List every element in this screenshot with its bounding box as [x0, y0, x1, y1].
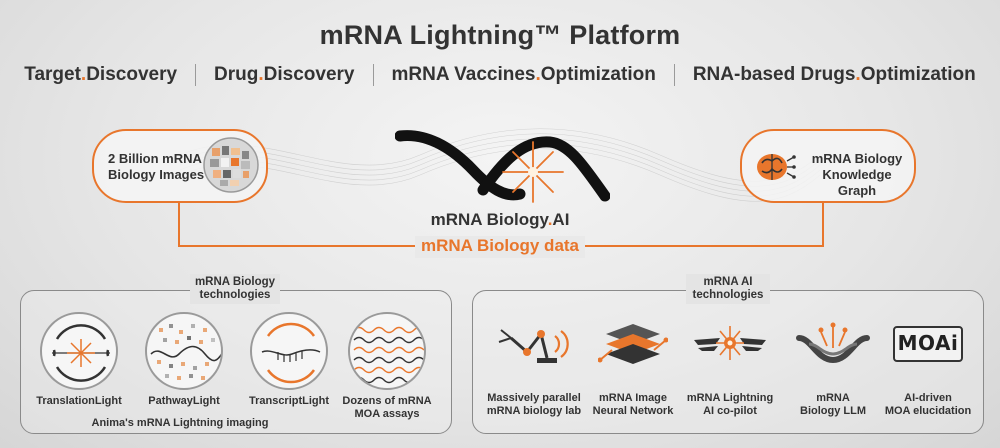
images-pill-text: 2 Billion mRNA Biology Images	[108, 151, 205, 182]
brain-network-icon	[757, 154, 796, 180]
area-divider	[673, 64, 675, 86]
area-rna-drugs-optimization: RNA-based Drugs.Optimization	[692, 64, 976, 85]
knowledge-graph-pill-text: mRNA Biology Knowledge Graph	[811, 151, 903, 198]
robotic-arm-icon	[498, 329, 569, 363]
area-vaccines-optimization: mRNA Vaccines.Optimization	[391, 64, 656, 85]
biology-llm-icon	[796, 322, 870, 364]
translationlight-icon	[40, 312, 118, 390]
image-neural-network-label: mRNA Image Neural Network	[592, 392, 674, 417]
translationlight-label: TranslationLight	[36, 395, 122, 407]
co-pilot-wings-icon	[694, 326, 766, 360]
transcriptlight-icon	[250, 312, 328, 390]
lightning-wave-logo	[395, 130, 610, 203]
pathwaylight-label: PathwayLight	[148, 395, 220, 407]
biology-ai-label: mRNA Biology.AI	[430, 210, 570, 229]
moa-assays-icon	[348, 312, 426, 390]
ai-panel-title: mRNA AI technologies	[692, 276, 764, 301]
moa-assays-label: Dozens of mRNA MOA assays	[342, 395, 432, 420]
application-areas: Target.Discovery Drug.Discovery mRNA Vac…	[0, 64, 1000, 86]
images-pill: 2 Billion mRNA Biology Images	[92, 129, 268, 203]
parallel-lab-label: Massively parallel mRNA biology lab	[486, 392, 582, 417]
pathwaylight-icon	[145, 312, 223, 390]
cell-image-icon	[203, 137, 259, 193]
data-label-backdrop	[415, 236, 585, 258]
moa-elucidation-label: AI-driven MOA elucidation	[884, 392, 972, 417]
page-title: mRNA Lightning™ Platform	[319, 20, 681, 50]
ai-panel-title-backdrop	[686, 274, 770, 304]
neural-network-layers-icon	[598, 324, 668, 364]
moai-logo-icon: MOAi	[893, 326, 963, 362]
transcriptlight-label: TranscriptLight	[248, 395, 330, 407]
biology-panel-title: mRNA Biology technologies	[194, 276, 276, 301]
biology-panel-title-backdrop	[190, 274, 280, 304]
area-divider	[372, 64, 374, 86]
ai-technologies-panel	[472, 290, 984, 434]
area-divider	[195, 64, 197, 86]
knowledge-graph-pill: mRNA Biology Knowledge Graph	[740, 129, 916, 203]
biology-llm-label: mRNA Biology LLM	[800, 392, 866, 417]
area-target-discovery: Target.Discovery	[24, 64, 178, 85]
ai-copilot-label: mRNA Lightning AI co-pilot	[686, 392, 774, 417]
imaging-footer-label: Anima's mRNA Lightning imaging	[91, 417, 269, 429]
biology-data-label: mRNA Biology data	[420, 236, 580, 255]
area-drug-discovery: Drug.Discovery	[214, 64, 355, 85]
